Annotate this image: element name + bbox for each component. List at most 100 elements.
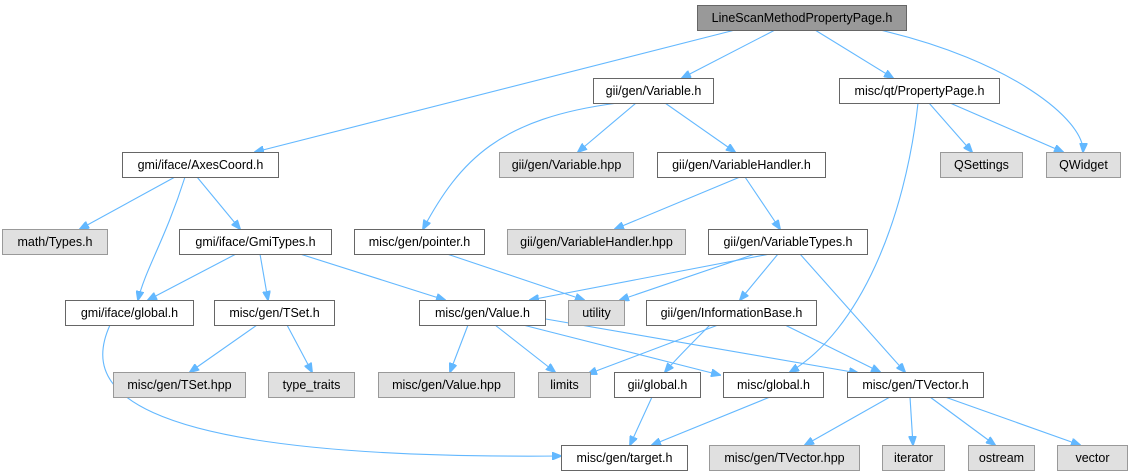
node-tset-hpp: misc/gen/TSet.hpp	[113, 372, 246, 398]
node-label: gii/gen/Variable.hpp	[512, 158, 622, 172]
node-target-h[interactable]: misc/gen/target.h	[561, 445, 688, 471]
edge-pointer-h-to-utility	[446, 253, 584, 300]
node-tvector-hpp: misc/gen/TVector.hpp	[709, 445, 860, 471]
node-value-h[interactable]: misc/gen/Value.h	[419, 300, 546, 326]
edge-line	[588, 324, 719, 374]
edges-layer	[80, 29, 1083, 456]
edge-line	[740, 253, 779, 300]
edge-gmitypes-h-to-value-h	[299, 253, 445, 300]
edge-axescoord-h-to-gmitypes-h	[196, 176, 240, 229]
node-gmi-global-h[interactable]: gmi/iface/global.h	[65, 300, 194, 326]
edge-gmitypes-h-to-tset-h	[259, 253, 268, 300]
node-math-types-h: math/Types.h	[2, 229, 108, 255]
node-informationbase-h[interactable]: gii/gen/InformationBase.h	[646, 300, 817, 326]
edge-line	[539, 317, 858, 373]
node-variablehandler-hpp: gii/gen/VariableHandler.hpp	[507, 229, 686, 255]
node-label: gii/gen/VariableTypes.h	[723, 235, 852, 249]
node-label: gii/gen/VariableHandler.h	[672, 158, 811, 172]
node-box	[2, 229, 108, 255]
node-label: misc/gen/pointer.h	[369, 235, 470, 249]
edge-gii-global-h-to-target-h	[630, 396, 653, 445]
node-gmitypes-h[interactable]: gmi/iface/GmiTypes.h	[179, 229, 332, 255]
node-box	[113, 372, 246, 398]
edge-propertypage-h-to-qsettings	[928, 102, 972, 152]
node-label: type_traits	[283, 378, 341, 392]
node-variable-hpp: gii/gen/Variable.hpp	[499, 152, 634, 178]
edge-tset-h-to-type-traits	[286, 324, 312, 372]
edge-line	[620, 253, 756, 300]
node-label: vector	[1075, 451, 1109, 465]
node-label: math/Types.h	[17, 235, 92, 249]
node-variablehandler-h[interactable]: gii/gen/VariableHandler.h	[657, 152, 826, 178]
edge-tvector-h-to-ostream	[929, 396, 995, 445]
node-utility: utility	[568, 300, 625, 326]
edge-root-to-propertypage-h	[814, 29, 893, 78]
edge-line	[928, 102, 972, 152]
edge-line	[744, 176, 780, 229]
node-label: ostream	[979, 451, 1024, 465]
node-box	[561, 445, 688, 471]
edge-variabletypes-h-to-informationbase-h	[740, 253, 779, 300]
node-pointer-h[interactable]: misc/gen/pointer.h	[354, 229, 485, 255]
edge-line	[805, 396, 891, 445]
edge-gmitypes-h-to-gmi-global-h	[148, 253, 237, 300]
edge-tvector-h-to-vector	[944, 396, 1080, 445]
node-label: misc/global.h	[737, 378, 810, 392]
edge-line	[929, 396, 995, 445]
node-box	[568, 300, 625, 326]
edge-informationbase-h-to-gii-global-h	[665, 324, 711, 372]
edge-root-to-variable-h	[682, 29, 776, 78]
edge-line	[259, 253, 268, 300]
edge-variabletypes-h-to-value-h	[530, 253, 771, 300]
edge-line	[630, 396, 653, 445]
node-box	[378, 372, 515, 398]
node-variable-h[interactable]: gii/gen/Variable.h	[593, 78, 714, 104]
edge-line	[494, 324, 555, 372]
edge-line	[664, 102, 735, 152]
node-axescoord-h[interactable]: gmi/iface/AxesCoord.h	[122, 152, 279, 178]
edge-informationbase-h-to-tvector-h	[784, 324, 880, 372]
edge-line	[665, 324, 711, 372]
node-root[interactable]: LineScanMethodPropertyPage.h	[697, 5, 907, 31]
node-box	[538, 372, 591, 398]
node-gii-global-h[interactable]: gii/global.h	[614, 372, 701, 398]
node-box	[179, 229, 332, 255]
node-variabletypes-h[interactable]: gii/gen/VariableTypes.h	[708, 229, 868, 255]
edge-misc-global-h-to-target-h	[652, 396, 771, 445]
node-box	[708, 229, 868, 255]
edge-value-h-to-tvector-h	[539, 317, 858, 373]
edge-line	[814, 29, 893, 78]
node-label: misc/gen/TSet.h	[229, 306, 319, 320]
node-label: gii/global.h	[628, 378, 688, 392]
edge-line	[450, 324, 469, 372]
edge-line	[530, 253, 771, 300]
node-box	[268, 372, 355, 398]
node-box	[709, 445, 860, 471]
node-box	[646, 300, 817, 326]
node-label: gmi/iface/GmiTypes.h	[195, 235, 315, 249]
node-box	[214, 300, 335, 326]
edge-gmi-global-h-to-target-h	[102, 324, 561, 456]
node-box	[65, 300, 194, 326]
edge-root-to-axescoord-h	[255, 29, 736, 152]
edge-line	[423, 102, 619, 229]
node-label: gmi/iface/global.h	[81, 306, 178, 320]
edge-axescoord-h-to-gmi-global-h	[138, 176, 186, 300]
edge-line	[190, 324, 258, 372]
node-box	[593, 78, 714, 104]
node-label: misc/gen/target.h	[577, 451, 673, 465]
node-misc-global-h[interactable]: misc/global.h	[723, 372, 824, 398]
node-box	[499, 152, 634, 178]
edge-line	[446, 253, 584, 300]
node-label: LineScanMethodPropertyPage.h	[712, 11, 893, 25]
node-box	[354, 229, 485, 255]
node-box	[723, 372, 824, 398]
node-box	[657, 152, 826, 178]
node-propertypage-h[interactable]: misc/qt/PropertyPage.h	[839, 78, 1000, 104]
edge-line	[196, 176, 240, 229]
node-tvector-h[interactable]: misc/gen/TVector.h	[847, 372, 984, 398]
node-tset-h[interactable]: misc/gen/TSet.h	[214, 300, 335, 326]
edge-tset-h-to-tset-hpp	[190, 324, 258, 372]
edge-variable-h-to-pointer-h	[423, 102, 619, 229]
edge-line	[784, 324, 880, 372]
